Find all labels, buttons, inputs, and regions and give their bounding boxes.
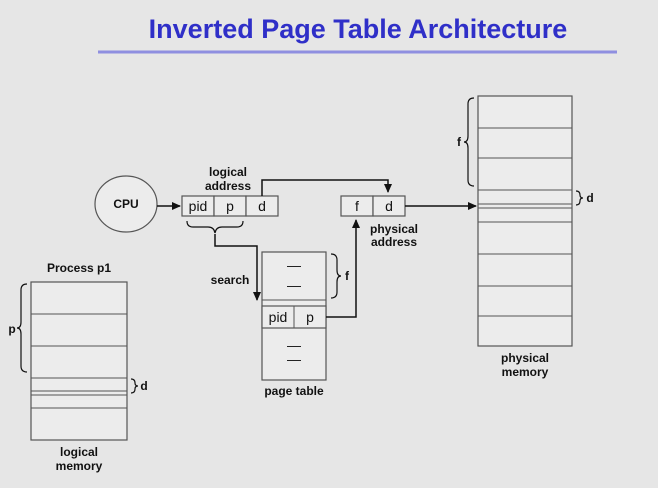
logical-address-label-1: logical xyxy=(209,165,247,179)
logical-memory-label-1: logical xyxy=(60,445,98,459)
cpu-circle xyxy=(94,175,158,233)
d-copy-arrow xyxy=(261,179,392,196)
logical-memory-d-brace xyxy=(130,378,139,394)
page-table-label: page table xyxy=(264,384,324,398)
slide-title: Inverted Page Table Architecture xyxy=(149,14,568,44)
logical-address-label-2: address xyxy=(205,179,251,193)
page-table-f-brace xyxy=(330,253,342,299)
logical-memory-p-label: p xyxy=(8,322,15,336)
physical-memory-f-label: f xyxy=(457,135,462,149)
search-arrow xyxy=(214,234,261,301)
physical-memory-label-2: memory xyxy=(502,365,549,379)
physical-memory-f-brace xyxy=(463,97,475,187)
page-table-dash-1: — xyxy=(287,257,301,273)
physical-address-label-1: physical xyxy=(370,222,418,236)
page-table xyxy=(261,251,327,381)
pid-p-brace xyxy=(186,220,244,234)
page-table-dash-3: — xyxy=(287,337,301,353)
page-table-f-label: f xyxy=(345,269,350,283)
physical-d-field: d xyxy=(385,198,393,214)
cpu-label: CPU xyxy=(113,197,138,211)
logical-memory xyxy=(30,281,128,441)
page-table-pid-field: pid xyxy=(269,309,288,325)
logical-memory-label-2: memory xyxy=(56,459,103,473)
f-result-arrow xyxy=(326,219,360,318)
logical-memory-p-brace xyxy=(16,283,28,373)
physical-address-box xyxy=(340,195,406,217)
page-table-p-field: p xyxy=(306,309,314,325)
physical-memory-d-label: d xyxy=(586,191,593,205)
search-label: search xyxy=(211,273,250,287)
process-label: Process p1 xyxy=(47,261,111,275)
physical-memory xyxy=(477,95,573,347)
logical-p-field: p xyxy=(226,198,234,214)
logical-d-field: d xyxy=(258,198,266,214)
physical-f-field: f xyxy=(355,198,359,214)
physical-address-label-2: address xyxy=(371,235,417,249)
page-table-dash-2: — xyxy=(287,277,301,293)
logical-pid-field: pid xyxy=(189,198,208,214)
physical-memory-d-brace xyxy=(575,190,584,206)
logical-memory-d-label: d xyxy=(140,379,147,393)
page-table-dash-4: — xyxy=(287,351,301,367)
physical-memory-label-1: physical xyxy=(501,351,549,365)
